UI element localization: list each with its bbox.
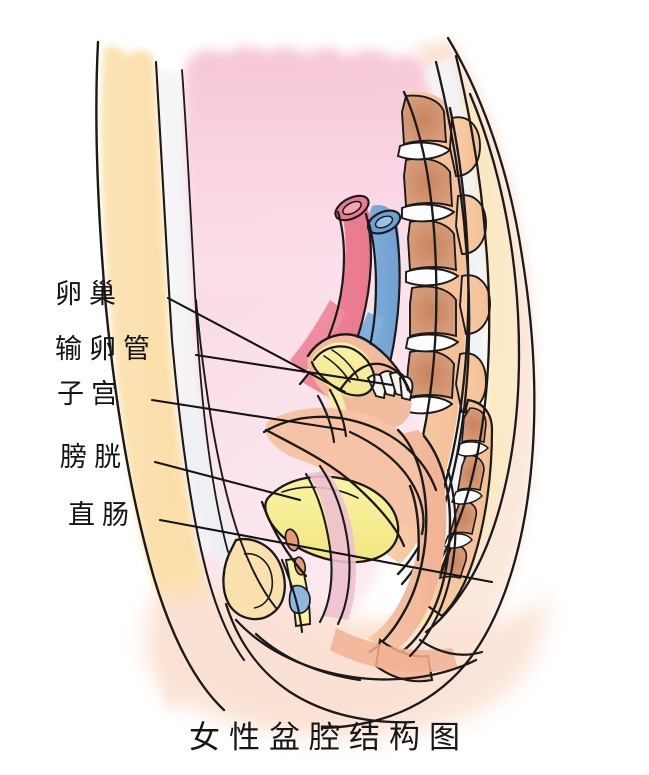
leader-line-rectum bbox=[158, 518, 494, 584]
lumbar-spine bbox=[322, 36, 536, 730]
leader-line-uterus bbox=[150, 398, 347, 432]
ink-outline-layer bbox=[95, 40, 484, 724]
label-bladder: 膀胱 bbox=[60, 442, 128, 473]
rectum-strokes bbox=[368, 428, 452, 660]
uterus-cavity-line-2 bbox=[331, 349, 359, 379]
pelvic-floor-muscle bbox=[330, 628, 458, 673]
vena-cava-fill bbox=[356, 204, 401, 392]
anterior-wall-outer bbox=[95, 40, 226, 712]
abdominal-fascia-fill bbox=[156, 70, 224, 556]
rectouterine-pouch bbox=[348, 430, 425, 536]
label-rectum: 直肠 bbox=[68, 500, 136, 531]
back-skin-contour bbox=[322, 36, 536, 730]
vagina-strokes bbox=[304, 464, 351, 626]
cervix-outline bbox=[328, 388, 348, 438]
rectum-fill bbox=[368, 430, 447, 654]
leader-line-ovary bbox=[166, 296, 347, 394]
iliac-artery-branch bbox=[290, 300, 346, 374]
aorta-lumen bbox=[342, 200, 362, 216]
abdominal-wall-fat-fill bbox=[101, 46, 240, 668]
leader-lines bbox=[150, 296, 494, 584]
fascia-line bbox=[181, 69, 229, 553]
leader-line-bladder bbox=[153, 460, 302, 502]
label-uterus: 子宫 bbox=[57, 379, 125, 410]
broad-ligament-fill bbox=[265, 407, 443, 528]
broad-ligament-outline bbox=[264, 428, 406, 548]
vena-cava-lumen bbox=[374, 215, 394, 229]
rectus-abdominis-fill bbox=[180, 400, 266, 604]
label-fallopian-tube: 输卵管 bbox=[55, 334, 157, 365]
rectum-right-boundary bbox=[408, 468, 457, 658]
uterus-body-outline bbox=[310, 345, 376, 397]
cervix-outline-2 bbox=[316, 394, 336, 444]
pubic-bone-inner bbox=[243, 553, 274, 609]
uterus-outline bbox=[306, 333, 412, 394]
peritoneum-line bbox=[195, 299, 277, 609]
bladder-neck-contour bbox=[280, 558, 304, 634]
label-ovary: 卵巢 bbox=[55, 279, 123, 310]
uterus-cavity-line bbox=[323, 355, 351, 383]
buttock-fold bbox=[418, 638, 484, 656]
pelvic-outlet-contour bbox=[224, 602, 416, 724]
anterior-wall-inner bbox=[154, 60, 246, 662]
vagina-fill bbox=[308, 470, 356, 620]
leader-line-fallopian-tube bbox=[194, 353, 394, 387]
figure-caption: 女性盆腔结构图 bbox=[189, 720, 469, 756]
perineum-wash bbox=[144, 588, 548, 739]
vesico-uterine-fold bbox=[262, 415, 438, 492]
perineum-strokes bbox=[234, 618, 478, 682]
